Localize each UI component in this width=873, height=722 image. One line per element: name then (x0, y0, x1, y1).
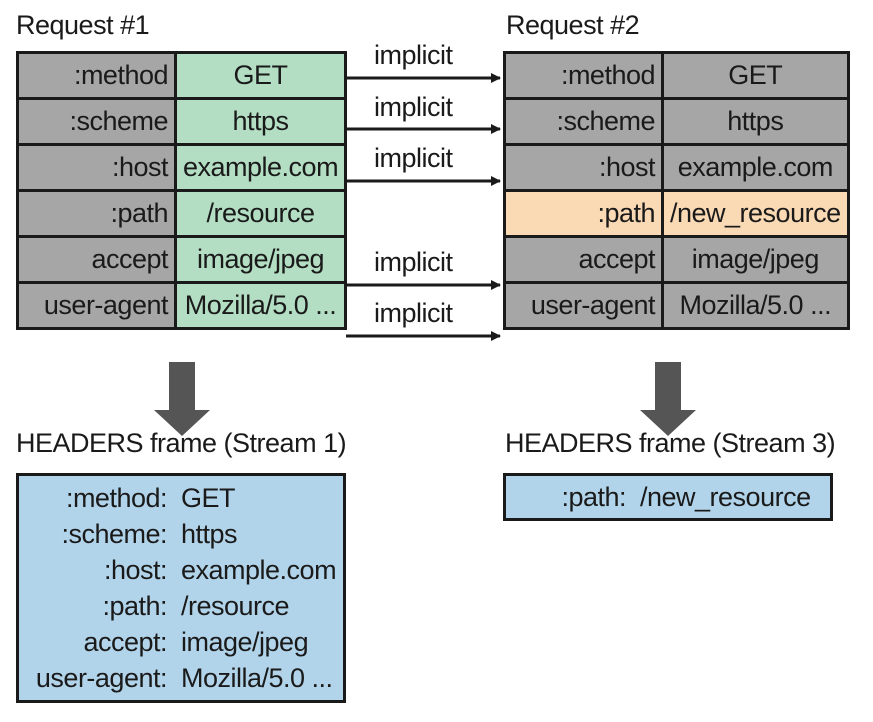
frame-row: :path: /resource (19, 588, 343, 624)
header-name: :method (16, 51, 177, 100)
frame-value: Mozilla/5.0 ... (181, 663, 333, 693)
frame-key: :method: (65, 483, 168, 513)
header-value: /new_resource (661, 189, 850, 238)
implicit-label: implicit (374, 247, 453, 277)
down-arrow-icon (640, 362, 696, 436)
table-row: :path/resource (16, 189, 348, 238)
header-value: example.com (173, 143, 348, 192)
frame-value: image/jpeg (181, 627, 309, 657)
frame-value: https (181, 519, 238, 549)
implicit-label: implicit (374, 143, 453, 173)
header-name: :host (503, 143, 664, 192)
implicit-label: implicit (374, 298, 453, 328)
request2-title: Request #2 (506, 10, 640, 40)
frame1-title: HEADERS frame (Stream 1) (16, 428, 347, 458)
frame-key: :scheme: (61, 519, 167, 549)
frame-value: /new_resource (640, 482, 811, 512)
header-value: image/jpeg (661, 235, 850, 284)
frame-row: accept: image/jpeg (19, 624, 343, 660)
header-value: /resource (173, 189, 348, 238)
header-value: image/jpeg (173, 235, 348, 284)
header-name: :host (16, 143, 177, 192)
header-name: user-agent (503, 281, 664, 330)
header-name: user-agent (16, 281, 177, 330)
header-name: :path (16, 189, 177, 238)
frame-value: GET (181, 483, 236, 513)
header-name: :scheme (503, 97, 664, 146)
headers-frame-stream1: :method: GET :scheme: https :host: example.… (16, 473, 346, 703)
down-arrow-icon (154, 362, 210, 436)
header-value: GET (661, 51, 850, 100)
header-value: Mozilla/5.0 ... (661, 281, 850, 330)
frame-key: :path: (102, 591, 167, 621)
frame-row: :path: /new_resource (506, 479, 830, 515)
header-name: accept (503, 235, 664, 284)
header-value: https (173, 97, 348, 146)
request1-title: Request #1 (16, 10, 150, 40)
frame-row: :method: GET (19, 480, 343, 516)
header-name: :path (503, 189, 664, 238)
table-row-changed: :path/new_resource (503, 189, 850, 238)
header-name: accept (16, 235, 177, 284)
header-value: example.com (661, 143, 850, 192)
header-name: :method (503, 51, 664, 100)
frame-value: example.com (181, 555, 337, 585)
frame-row: :scheme: https (19, 516, 343, 552)
frame-row: :host: example.com (19, 552, 343, 588)
headers-frame-stream3: :path: /new_resource (503, 473, 833, 521)
header-value: GET (173, 51, 348, 100)
implicit-label: implicit (374, 40, 453, 70)
frame-key: :host: (103, 555, 168, 585)
frame3-title: HEADERS frame (Stream 3) (505, 428, 836, 458)
header-value: https (661, 97, 850, 146)
frame-key: :path: (561, 482, 626, 512)
header-name: :scheme (16, 97, 177, 146)
header-value: Mozilla/5.0 ... (173, 281, 348, 330)
frame-key: user-agent: (35, 663, 168, 693)
frame-value: /resource (181, 591, 290, 621)
frame-key: accept: (83, 627, 167, 657)
frame-row: user-agent: Mozilla/5.0 ... (19, 660, 343, 696)
implicit-label: implicit (374, 92, 453, 122)
